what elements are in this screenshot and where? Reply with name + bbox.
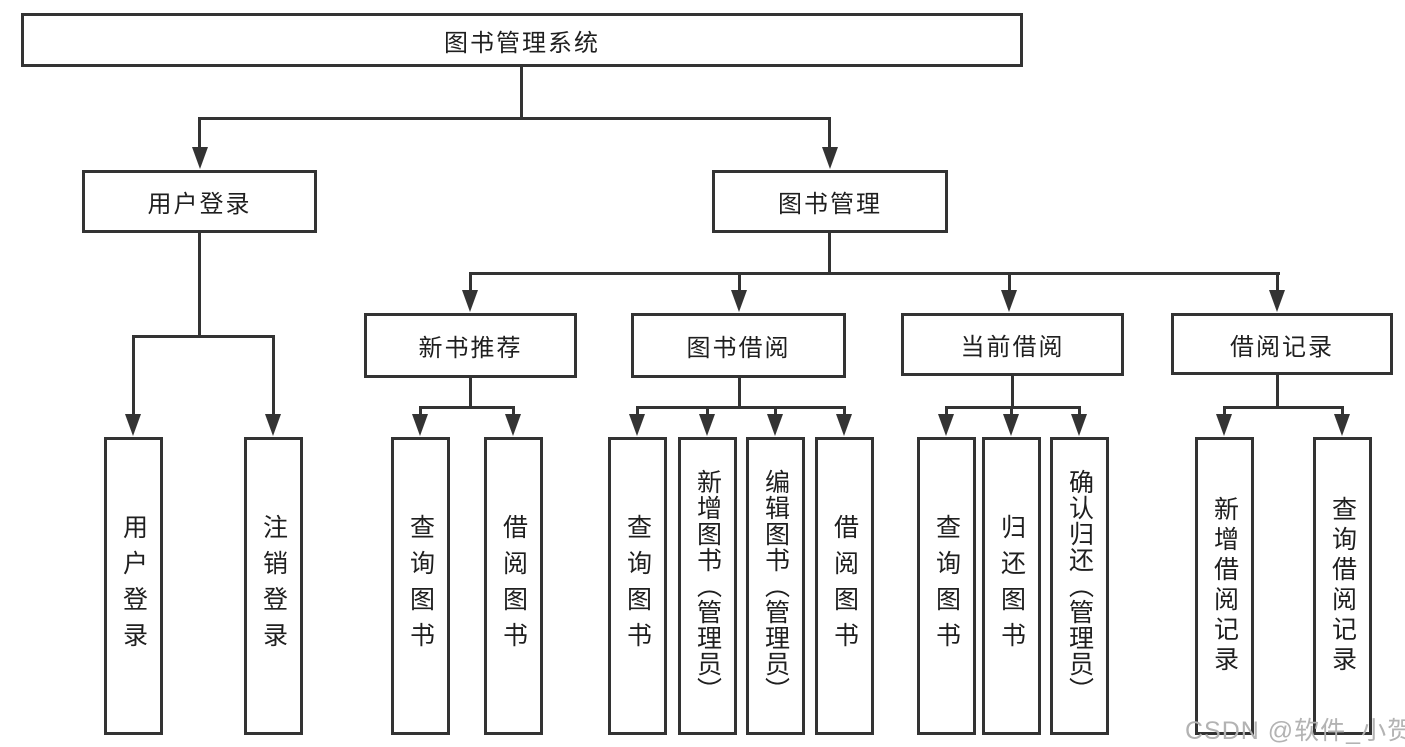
connector-line: [198, 117, 201, 149]
leaf-borrow-books-recommend: 借阅图书: [483, 437, 543, 735]
connector-line: [705, 406, 709, 418]
arrowhead-down-icon: [938, 414, 954, 436]
leaf-add-books-admin: 新增图书（管理员）: [677, 437, 737, 735]
arrowhead-down-icon: [836, 414, 852, 436]
connector-line: [1275, 272, 1279, 292]
connector-line: [737, 272, 741, 292]
node-book-management: 图书管理: [712, 170, 948, 233]
leaf-logout-label: 注销登录: [259, 514, 288, 658]
arrowhead-down-icon: [1269, 290, 1285, 312]
leaf-add-borrow-record-label: 新增借阅记录: [1210, 496, 1239, 676]
leaf-logout: 注销登录: [243, 437, 303, 735]
connector-line: [944, 406, 948, 418]
connector-line: [418, 406, 422, 418]
arrowhead-down-icon: [265, 414, 281, 436]
connector-line: [271, 335, 275, 417]
connector-line: [519, 67, 523, 119]
node-user-login-label: 用户登录: [147, 191, 252, 218]
connector-line: [737, 378, 741, 408]
node-book-management-label: 图书管理: [778, 191, 882, 218]
connector-line: [468, 272, 1280, 275]
arrowhead-down-icon: [1216, 414, 1232, 436]
connector-line: [1222, 406, 1344, 409]
arrowhead-down-icon: [821, 147, 838, 169]
leaf-confirm-return-admin-label: 确认归还（管理员）: [1065, 469, 1094, 703]
arrowhead-down-icon: [125, 414, 141, 436]
leaf-user-login: 用户登录: [103, 437, 163, 735]
leaf-query-books: 查询图书: [607, 437, 667, 735]
connector-line: [1222, 406, 1226, 418]
arrowhead-down-icon: [699, 414, 715, 436]
arrowhead-down-icon: [412, 414, 428, 436]
arrowhead-down-icon: [767, 414, 783, 436]
node-new-book-recommend-label: 新书推荐: [418, 335, 523, 362]
arrowhead-down-icon: [1071, 414, 1087, 436]
node-book-borrow: 图书借阅: [631, 313, 846, 378]
leaf-query-borrow-record-label: 查询借阅记录: [1328, 496, 1357, 676]
leaf-add-borrow-record: 新增借阅记录: [1194, 437, 1254, 735]
node-current-borrow: 当前借阅: [901, 313, 1124, 376]
connector-line: [635, 406, 639, 418]
connector-line: [418, 406, 515, 409]
connector-line: [198, 233, 201, 337]
connector-line: [828, 117, 831, 149]
node-borrow-record: 借阅记录: [1171, 313, 1393, 375]
leaf-query-books-recommend: 查询图书: [390, 437, 450, 735]
arrowhead-down-icon: [629, 414, 645, 436]
node-library-system-label: 图书管理系统: [444, 29, 600, 57]
arrowhead-down-icon: [1334, 414, 1350, 436]
arrowhead-down-icon: [1003, 414, 1019, 436]
leaf-borrow-books-recommend-label: 借阅图书: [499, 514, 528, 658]
connector-line: [1010, 376, 1014, 408]
leaf-borrow-books-label: 借阅图书: [830, 514, 859, 658]
leaf-edit-books-admin: 编辑图书（管理员）: [745, 437, 805, 735]
arrowhead-down-icon: [191, 147, 208, 169]
connector-line: [131, 335, 275, 338]
connector-line: [511, 406, 515, 418]
leaf-borrow-books: 借阅图书: [814, 437, 874, 735]
csdn-watermark: CSDN @软件_小贺同学: [1185, 717, 1405, 745]
leaf-query-books-current-label: 查询图书: [932, 514, 961, 658]
connector-line: [944, 406, 1081, 409]
node-current-borrow-label: 当前借阅: [960, 334, 1065, 361]
connector-line: [1275, 375, 1279, 408]
node-book-borrow-label: 图书借阅: [686, 335, 791, 362]
leaf-edit-books-admin-label: 编辑图书（管理员）: [761, 469, 790, 703]
leaf-query-borrow-record: 查询借阅记录: [1312, 437, 1372, 735]
connector-line: [1007, 272, 1011, 292]
leaf-query-books-recommend-label: 查询图书: [406, 514, 435, 658]
connector-line: [828, 233, 831, 274]
connector-line: [1340, 406, 1344, 418]
connector-line: [131, 335, 135, 417]
arrowhead-down-icon: [1001, 290, 1017, 312]
leaf-query-books-label: 查询图书: [623, 514, 652, 658]
arrowhead-down-icon: [505, 414, 521, 436]
node-borrow-record-label: 借阅记录: [1230, 333, 1334, 361]
connector-line: [773, 406, 777, 418]
node-library-system: 图书管理系统: [21, 13, 1023, 67]
leaf-return-books-label: 归还图书: [997, 514, 1026, 658]
node-user-login: 用户登录: [82, 170, 317, 233]
connector-line: [1077, 406, 1081, 418]
connector-line: [468, 378, 472, 408]
arrowhead-down-icon: [462, 290, 478, 312]
leaf-query-books-current: 查询图书: [916, 437, 976, 735]
arrowhead-down-icon: [731, 290, 747, 312]
connector-line: [1009, 406, 1013, 418]
connector-line: [842, 406, 846, 418]
leaf-user-login-label: 用户登录: [119, 514, 148, 658]
connector-line: [468, 272, 472, 292]
node-new-book-recommend: 新书推荐: [364, 313, 577, 378]
leaf-add-books-admin-label: 新增图书（管理员）: [693, 469, 722, 703]
leaf-return-books: 归还图书: [981, 437, 1041, 735]
connector-line: [635, 406, 846, 409]
leaf-confirm-return-admin: 确认归还（管理员）: [1049, 437, 1109, 735]
connector-line: [198, 117, 831, 120]
